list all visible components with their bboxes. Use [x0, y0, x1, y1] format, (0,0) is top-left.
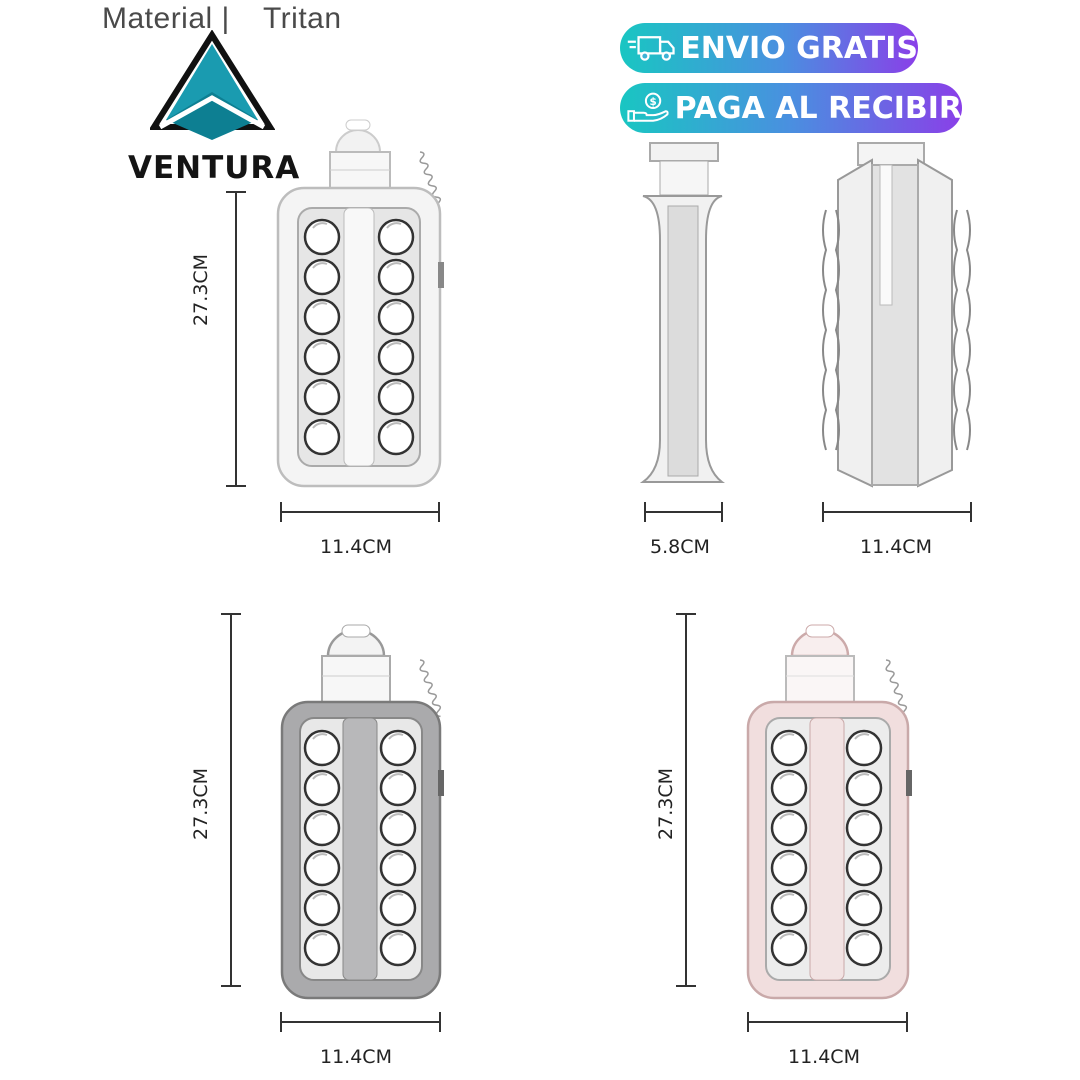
free-shipping-label: ENVIO GRATIS [680, 30, 918, 66]
height-label-grey: 27.3CM [190, 768, 212, 840]
pink-bottle-front [746, 624, 912, 1000]
white-bottle-front [276, 119, 445, 488]
grey-bottle-front [280, 624, 445, 1000]
pay-on-delivery-badge: $ PAGA AL RECIBIR [620, 83, 962, 133]
material-label: Material | [102, 2, 230, 35]
width-label-white: 11.4CM [320, 536, 392, 558]
width-label-grey: 11.4CM [320, 1046, 392, 1068]
brand-name: VENTURA [128, 150, 301, 186]
width-label-open: 11.4CM [860, 536, 932, 558]
material-value: Tritan [262, 2, 342, 35]
hand-coin-icon: $ [627, 92, 669, 122]
free-shipping-badge: ENVIO GRATIS [620, 23, 918, 73]
depth-label-side: 5.8CM [650, 536, 710, 558]
svg-text:$: $ [649, 96, 656, 108]
material-caption: Material | Tritan [102, 2, 342, 36]
pay-on-delivery-label: PAGA AL RECIBIR [674, 90, 962, 126]
height-label-white: 27.3CM [190, 254, 212, 326]
truck-icon [627, 36, 675, 61]
bottle-open-view [822, 142, 971, 488]
width-label-pink: 11.4CM [788, 1046, 860, 1068]
height-label-pink: 27.3CM [655, 768, 677, 840]
bottle-side-view [639, 142, 725, 483]
triangle-mountain-logo [150, 30, 275, 140]
